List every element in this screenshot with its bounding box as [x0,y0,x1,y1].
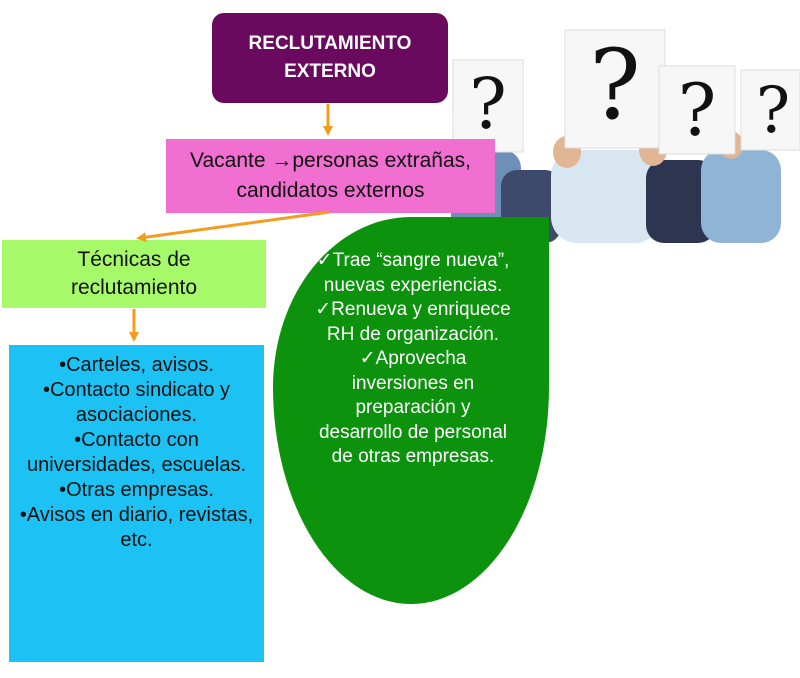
tecnicas-box: Técnicas de reclutamiento [2,240,266,308]
benefit-item: ✓Renueva y enriquece RH de organización. [315,299,511,345]
tecnicas-text: Técnicas de reclutamiento [70,248,198,299]
question-sign: ? [658,65,736,155]
benefit-item: ✓Aprovecha inversiones en preparación y … [318,348,507,467]
techniques-list: •Carteles, avisos. •Contacto sindicato y… [9,345,264,662]
question-sign: ? [452,59,524,153]
benefit-item: ✓Trae “sangre nueva”, nuevas experiencia… [316,250,510,296]
svg-text:?: ? [678,68,717,152]
title-text: RECLUTAMIENTO EXTERNO [248,33,412,82]
svg-text:?: ? [589,29,640,141]
title-box: RECLUTAMIENTO EXTERNO [212,13,448,103]
benefits-shape: ✓Trae “sangre nueva”, nuevas experiencia… [273,217,549,604]
arrow-vacante-to-tecnicas [136,210,331,243]
people-with-question-signs-image: ? ? ? ? [441,0,800,243]
list-item: •Contacto sindicato y asociaciones. [42,379,231,426]
question-sign: ? [740,69,800,151]
question-sign: ? [564,29,666,149]
svg-text:?: ? [469,63,507,145]
list-item: •Carteles, avisos. [59,354,214,376]
vacante-text: Vacante →personas extrañas, candidatos e… [190,149,471,202]
vacante-box: Vacante →personas extrañas, candidatos e… [166,139,495,213]
svg-text:?: ? [756,74,790,148]
list-item: •Otras empresas. [59,479,214,501]
list-item: •Avisos en diario, revistas, etc. [19,504,254,551]
list-item: •Contacto con universidades, escuelas. [26,429,246,476]
